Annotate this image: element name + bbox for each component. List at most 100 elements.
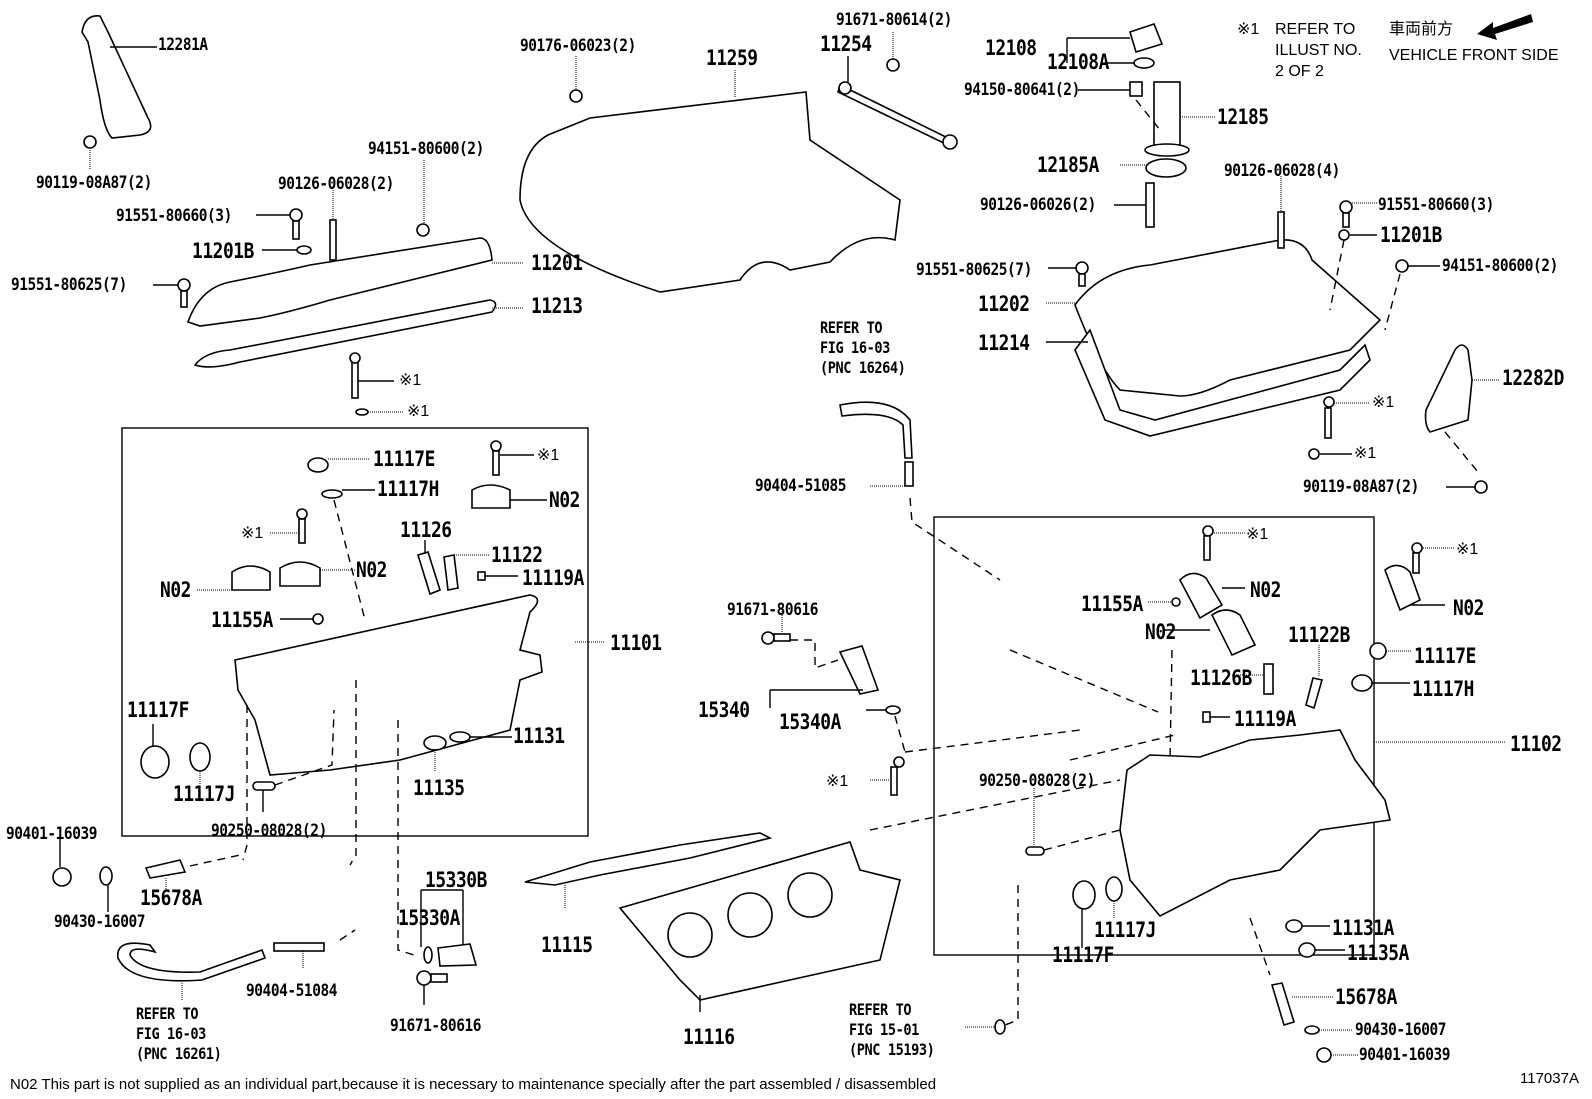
cam-cap-N02-f <box>1384 564 1421 612</box>
part-label-11259[interactable]: 11259 <box>706 46 758 70</box>
part-label-11131A[interactable]: 11131A <box>1332 916 1394 940</box>
part-label-90250-08028-right[interactable]: 90250-08028(2) <box>979 771 1095 791</box>
part-label-N02[interactable]: N02 <box>549 488 580 512</box>
cam-sensor-15330B <box>437 943 478 967</box>
part-label-90176-06023[interactable]: 90176-06023(2) <box>520 36 636 56</box>
oil-cap-12108 <box>1129 23 1164 54</box>
part-label-11135A[interactable]: 11135A <box>1347 941 1409 965</box>
reference-pnc-16264[interactable]: REFER TO FIG 16-03 (PNC 16264) <box>820 318 906 377</box>
part-label-91551-80625-right[interactable]: 91551-80625(7) <box>916 260 1032 280</box>
part-label-90401-16039-right[interactable]: 90401-16039 <box>1359 1045 1451 1065</box>
part-label-N02[interactable]: N02 <box>1453 596 1484 620</box>
part-label-91671-80614[interactable]: 91671-80614(2) <box>836 10 952 30</box>
part-label-90126-06026[interactable]: 90126-06026(2) <box>980 195 1096 215</box>
part-label-91551-80660[interactable]: 91551-80660(3) <box>116 206 232 226</box>
part-label-90126-06028-right[interactable]: 90126-06028(4) <box>1224 161 1340 181</box>
part-label-15330B[interactable]: 15330B <box>425 868 487 892</box>
legend-note-text: REFER TO ILLUST NO. 2 OF 2 <box>1275 21 1362 80</box>
bracket-12281A <box>81 15 152 139</box>
part-label-90404-51084[interactable]: 90404-51084 <box>246 981 338 1001</box>
oil-control-valve-filter-15678A <box>144 859 187 879</box>
reference-pnc-15193[interactable]: REFER TO FIG 15-01 (PNC 15193) <box>849 1000 935 1059</box>
part-label-12185[interactable]: 12185 <box>1217 105 1269 129</box>
group-box-11101 <box>121 427 589 837</box>
part-label-11117H[interactable]: 11117H <box>377 477 439 501</box>
part-label-11135[interactable]: 11135 <box>413 776 465 800</box>
part-label-90430-16007-right[interactable]: 90430-16007 <box>1355 1020 1447 1040</box>
part-label-11201B-right[interactable]: 11201B <box>1380 223 1442 247</box>
part-label-11213[interactable]: 11213 <box>531 294 583 318</box>
part-label-90119-08A87-right[interactable]: 90119-08A87(2) <box>1303 477 1419 497</box>
part-label-11117J[interactable]: 11117J <box>173 782 235 806</box>
part-label-12108A[interactable]: 12108A <box>1047 50 1109 74</box>
part-label-12281A[interactable]: 12281A <box>158 35 208 55</box>
hose-pnc-16261 <box>117 942 267 982</box>
part-label-11115[interactable]: 11115 <box>541 933 593 957</box>
part-label-11101[interactable]: 11101 <box>610 631 662 655</box>
part-label-11126B[interactable]: 11126B <box>1190 666 1252 690</box>
part-label-N02[interactable]: N02 <box>1145 620 1176 644</box>
part-label-90119-08A87[interactable]: 90119-08A87(2) <box>36 173 152 193</box>
part-label-11117E-right[interactable]: 11117E <box>1414 644 1476 668</box>
nut-94150 <box>1129 81 1143 97</box>
part-label-11117J-right[interactable]: 11117J <box>1094 918 1156 942</box>
part-label-94151-80600[interactable]: 94151-80600(2) <box>368 139 484 159</box>
part-label-15330A[interactable]: 15330A <box>398 906 460 930</box>
legend-note: ※1 <box>1237 21 1260 38</box>
part-label-11117F-right[interactable]: 11117F <box>1052 943 1114 967</box>
part-label-11254[interactable]: 11254 <box>820 32 872 56</box>
part-label-94151-80600-right[interactable]: 94151-80600(2) <box>1442 256 1558 276</box>
part-label-11119A[interactable]: 11119A <box>522 566 584 590</box>
part-label-12282D[interactable]: 12282D <box>1502 366 1564 390</box>
part-label-11102[interactable]: 11102 <box>1510 732 1562 756</box>
part-label-12108[interactable]: 12108 <box>985 36 1037 60</box>
reference-pnc-16261[interactable]: REFER TO FIG 16-03 (PNC 16261) <box>136 1004 222 1063</box>
part-label-91671-80616-middle[interactable]: 91671-80616 <box>727 600 819 620</box>
gasket-12185A <box>1145 158 1187 178</box>
gasket-11115 <box>524 832 773 886</box>
part-label-91551-80625[interactable]: 91551-80625(7) <box>11 275 127 295</box>
oil-control-valve-15340 <box>838 645 880 695</box>
part-label-15340[interactable]: 15340 <box>698 698 750 722</box>
part-label-91671-80616[interactable]: 91671-80616 <box>390 1016 482 1036</box>
cylinder-head-11101 <box>234 594 543 776</box>
part-label-90126-06028[interactable]: 90126-06028(2) <box>278 174 394 194</box>
part-label-15678A[interactable]: 15678A <box>140 886 202 910</box>
part-label-90401-16039[interactable]: 90401-16039 <box>6 824 98 844</box>
ref-note-marker: ※1 <box>1246 526 1269 543</box>
part-label-11155A-right[interactable]: 11155A <box>1081 592 1143 616</box>
part-label-12185A[interactable]: 12185A <box>1037 153 1099 177</box>
part-label-N02[interactable]: N02 <box>160 578 191 602</box>
part-label-11117F[interactable]: 11117F <box>127 698 189 722</box>
part-label-11201B[interactable]: 11201B <box>192 239 254 263</box>
part-label-15340A[interactable]: 15340A <box>779 710 841 734</box>
part-label-11117H-right[interactable]: 11117H <box>1412 677 1474 701</box>
oil-filler-pipe-12185 <box>1153 81 1181 149</box>
vehicle-front-japanese: 車両前方 <box>1389 21 1454 38</box>
part-label-11155A[interactable]: 11155A <box>211 608 273 632</box>
part-label-15678A-right[interactable]: 15678A <box>1335 985 1397 1009</box>
illustration-id: 117037A <box>1520 1070 1579 1087</box>
part-label-90430-16007[interactable]: 90430-16007 <box>54 912 146 932</box>
part-label-11119A-right[interactable]: 11119A <box>1234 707 1296 731</box>
part-label-94150-80641[interactable]: 94150-80641(2) <box>964 80 1080 100</box>
part-label-11214[interactable]: 11214 <box>978 331 1030 355</box>
part-label-N02[interactable]: N02 <box>1250 578 1281 602</box>
part-label-90250-08028[interactable]: 90250-08028(2) <box>211 821 327 841</box>
plug-11117F-left <box>140 745 170 779</box>
part-label-N02[interactable]: N02 <box>356 558 387 582</box>
part-label-11126[interactable]: 11126 <box>400 518 452 542</box>
valve-guide-11122B <box>1305 677 1324 710</box>
part-label-11202[interactable]: 11202 <box>978 292 1030 316</box>
part-label-11116[interactable]: 11116 <box>683 1025 735 1049</box>
part-label-11122[interactable]: 11122 <box>491 543 543 567</box>
part-label-11117E[interactable]: 11117E <box>373 447 435 471</box>
part-label-91551-80660-right[interactable]: 91551-80660(3) <box>1378 195 1494 215</box>
part-label-11131[interactable]: 11131 <box>513 724 565 748</box>
part-label-11201[interactable]: 11201 <box>531 251 583 275</box>
plug-90401-left <box>52 867 72 887</box>
part-label-11122B[interactable]: 11122B <box>1288 623 1350 647</box>
oil-control-valve-filter-15678A-right <box>1270 982 1296 1026</box>
part-label-90404-51085[interactable]: 90404-51085 <box>755 476 847 496</box>
